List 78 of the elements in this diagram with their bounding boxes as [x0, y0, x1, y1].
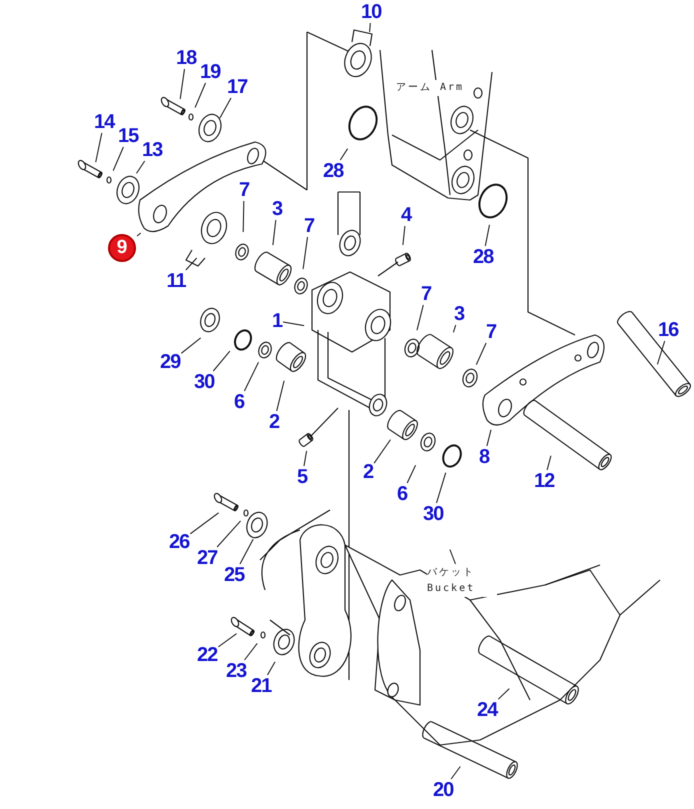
leader-line [180, 68, 185, 100]
leader-line [476, 342, 487, 366]
callout-number: 27 [197, 548, 218, 568]
callout-number: 4 [401, 205, 412, 225]
leader-line [185, 258, 198, 270]
callout-number: 8 [479, 447, 490, 467]
leader-line [180, 337, 202, 354]
callout-number: 28 [323, 161, 344, 181]
leader-line [304, 450, 308, 466]
leader-line [190, 512, 220, 534]
callout-number: 7 [304, 216, 314, 236]
leader-line [212, 350, 230, 372]
callout-number: 29 [160, 352, 180, 372]
leader-line [112, 146, 124, 172]
leader-line [436, 472, 446, 504]
leader-line [402, 226, 406, 246]
callout-number: 2 [269, 412, 280, 432]
leader-line [406, 464, 416, 484]
leader-line [136, 232, 142, 236]
callout-number: 30 [423, 504, 444, 524]
leader-line [219, 98, 232, 118]
leader-line [302, 236, 308, 270]
leader-line [194, 82, 206, 108]
leader-line [374, 439, 391, 464]
callout-number: 5 [297, 467, 308, 487]
leader-line [656, 340, 666, 365]
callout-number: 16 [658, 320, 678, 340]
callout-number: 20 [433, 780, 454, 800]
leader-line [450, 766, 461, 780]
leader-line [282, 322, 305, 326]
leader-line [244, 642, 258, 660]
callout-number: 13 [142, 140, 162, 160]
leader-line [498, 688, 510, 700]
leader-line [267, 661, 276, 676]
leader-line [95, 132, 102, 163]
leader-line [484, 224, 490, 246]
callout-number: 6 [234, 392, 244, 412]
callout-number: 26 [169, 532, 190, 552]
leader-line [452, 324, 456, 333]
callout-number: 25 [224, 565, 244, 585]
callout-number: 2 [363, 462, 374, 482]
highlighted-callout-number: 9 [108, 234, 136, 262]
callout-number: 1 [272, 311, 282, 331]
callout-number: 3 [454, 304, 464, 324]
leader-line [340, 148, 348, 160]
leader-line [218, 633, 237, 648]
leader-line [216, 520, 242, 548]
callout-number: 3 [272, 199, 282, 219]
callout-number: 17 [227, 77, 248, 97]
callout-number: 6 [397, 484, 408, 504]
callout-number: 12 [534, 471, 554, 491]
leader-line [136, 160, 146, 174]
leader-line [546, 455, 552, 470]
callout-number: 28 [473, 247, 494, 267]
callout-number: 7 [239, 180, 250, 200]
callout-number: 15 [118, 126, 138, 146]
leader-line [242, 200, 244, 232]
callout-number: 24 [477, 700, 498, 720]
callout-number: 21 [251, 676, 272, 696]
callout-number: 7 [421, 284, 432, 304]
callout-number: 11 [166, 271, 186, 291]
part-label: バケット Bucket [427, 565, 497, 597]
callout-number: 14 [94, 112, 114, 132]
callout-number: 23 [226, 661, 246, 681]
leader-line [276, 380, 285, 412]
callout-number: 18 [176, 48, 196, 68]
callout-number: 7 [486, 322, 496, 342]
leader-line [449, 549, 456, 564]
callout-number: 30 [194, 372, 214, 392]
leader-line [369, 22, 371, 32]
leader-line [416, 304, 424, 331]
leader-line [486, 429, 492, 446]
callout-number: 19 [200, 62, 220, 82]
callout-number: 22 [197, 645, 218, 665]
leader-line [244, 362, 259, 392]
leader-line [272, 220, 276, 246]
callout-number: 10 [361, 2, 382, 22]
leader-line [240, 538, 254, 564]
